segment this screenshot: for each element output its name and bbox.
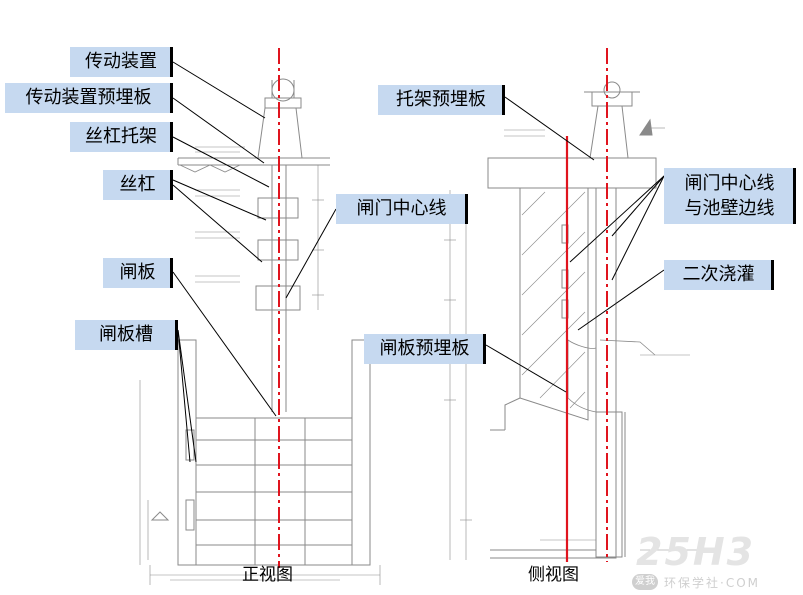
side-view-drawing (444, 81, 700, 560)
leader-lines (172, 61, 665, 463)
watermark-badge: 爱我 (632, 574, 658, 590)
label-bracket-embed-plate: 托架预埋板 (378, 85, 505, 115)
label-gate-embed-plate: 闸板预埋板 (364, 334, 486, 364)
label-screw-bracket: 丝杠托架 (70, 122, 173, 152)
label-gate-centerline-wall-line1: 闸门中心线 (684, 173, 775, 194)
label-gate-centerline-wall-line2: 与池壁边线 (684, 198, 775, 219)
label-gate-centerline-wall: 闸门中心线 与池壁边线 (664, 168, 796, 224)
label-gate-slot: 闸板槽 (75, 320, 178, 350)
watermark-logo: 25H3 (636, 530, 756, 574)
label-drive-embed-plate: 传动装置预埋板 (5, 83, 173, 113)
label-screw: 丝杠 (103, 170, 173, 200)
label-drive-device: 传动装置 (70, 47, 173, 77)
caption-front-view: 正视图 (242, 565, 293, 585)
label-secondary-grouting: 二次浇灌 (664, 260, 774, 290)
watermark-text: 环保学社·COM (664, 576, 760, 590)
label-gate-centerline-front: 闸门中心线 (336, 194, 468, 224)
caption-side-view: 侧视图 (528, 565, 579, 585)
label-gate-plate: 闸板 (103, 258, 173, 288)
centerlines (278, 48, 608, 568)
